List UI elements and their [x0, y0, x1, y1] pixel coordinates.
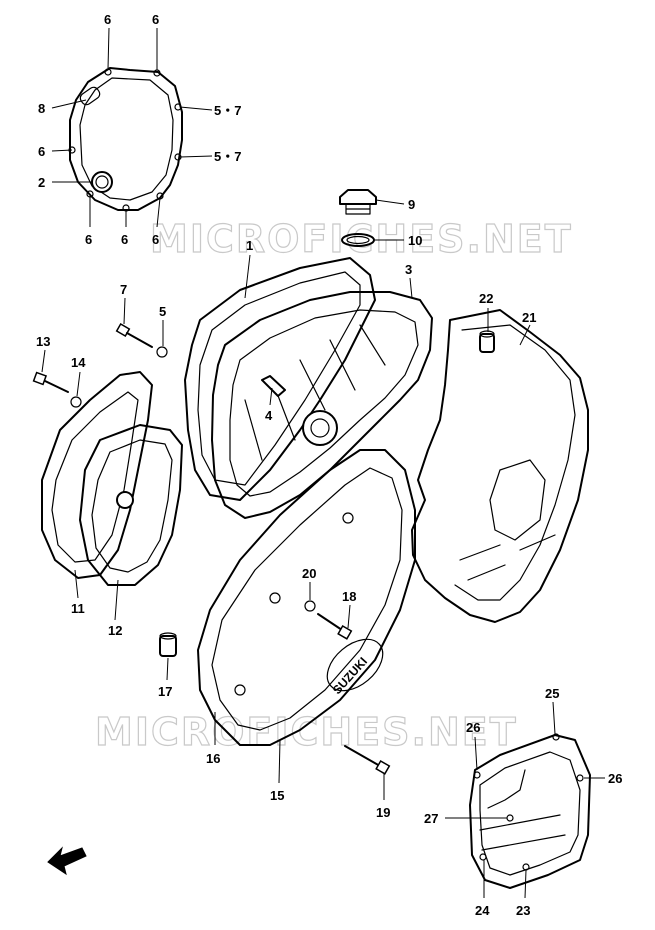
callout-23: 23 — [516, 903, 530, 918]
callout-25: 25 — [545, 686, 559, 701]
callout-6: 6 — [152, 232, 159, 247]
callout-14: 14 — [71, 355, 86, 370]
callout-8: 8 — [38, 101, 45, 116]
callout-2: 2 — [38, 175, 45, 190]
callout-21: 21 — [522, 310, 536, 325]
callout-12: 12 — [108, 623, 122, 638]
gasket-part-12 — [79, 424, 183, 586]
callout-15: 15 — [270, 788, 284, 803]
bolt-19 — [344, 745, 391, 775]
callout-6: 6 — [121, 232, 128, 247]
callout-19: 19 — [376, 805, 390, 820]
callout-20: 20 — [302, 566, 316, 581]
housing-part — [411, 309, 589, 623]
clutch-cover-part — [68, 67, 183, 212]
watermark-bottom: MICROFICHES.NET — [95, 710, 518, 754]
bolt-7 — [115, 323, 153, 348]
callout-5-7: 5・7 — [214, 103, 241, 118]
callout-6: 6 — [104, 12, 111, 27]
callout-26: 26 — [608, 771, 622, 786]
callout-27: 27 — [424, 811, 438, 826]
callout-1: 1 — [246, 238, 253, 253]
callout-9: 9 — [408, 197, 415, 212]
callout-18: 18 — [342, 589, 356, 604]
generator-cover-part — [211, 291, 433, 519]
callout-17: 17 — [158, 684, 172, 699]
callout-6: 6 — [85, 232, 92, 247]
callout-10: 10 — [408, 233, 422, 248]
callout-24: 24 — [475, 903, 490, 918]
washer-20 — [304, 600, 316, 612]
dowel-pin-17 — [159, 632, 177, 657]
callout-16: 16 — [206, 751, 220, 766]
bolt-13 — [32, 371, 69, 393]
callout-22: 22 — [479, 291, 493, 306]
clutch-cover-main-part: SUZUKI — [197, 449, 416, 746]
bolt-18 — [317, 613, 353, 640]
callout-labels: 6 6 8 5・7 6 5・7 2 6 6 6 9 10 1 3 7 5 22 … — [36, 12, 622, 918]
callout-6: 6 — [38, 144, 45, 159]
callout-4: 4 — [265, 408, 273, 423]
leader-lines — [41, 27, 605, 899]
water-pump-cover-part — [469, 733, 591, 889]
washer-5 — [156, 346, 168, 358]
callout-7: 7 — [120, 282, 127, 297]
callout-13: 13 — [36, 334, 50, 349]
callout-3: 3 — [405, 262, 412, 277]
callout-26: 26 — [466, 720, 480, 735]
callout-5: 5 — [159, 304, 166, 319]
front-arrow-icon — [47, 846, 87, 876]
callout-6: 6 — [152, 12, 159, 27]
washer-14 — [70, 396, 82, 408]
left-cover-part — [41, 371, 153, 579]
callout-5-7: 5・7 — [214, 149, 241, 164]
callout-11: 11 — [71, 601, 85, 616]
watermark-top: MICROFICHES.NET — [150, 217, 573, 261]
dowel-pin-22 — [479, 330, 495, 353]
oil-filler-plug-part — [339, 189, 377, 215]
